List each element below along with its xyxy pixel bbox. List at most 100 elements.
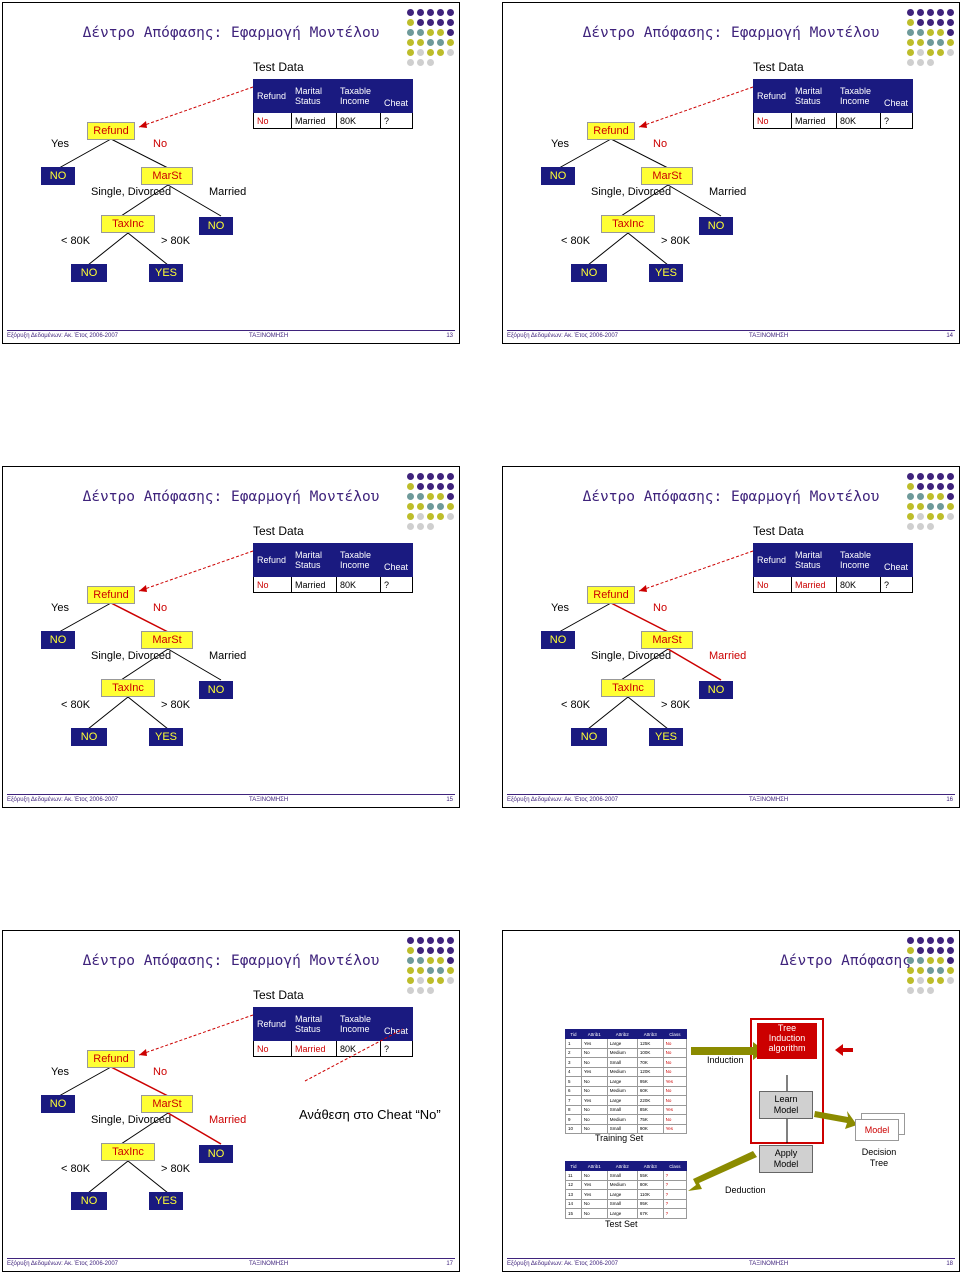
dot-icon [907,513,914,520]
footer-topic: ΤΑΞΙΝΟΜΗΣΗ [249,797,289,803]
dot-icon [427,29,434,36]
dot-icon [947,19,954,26]
footer-topic: ΤΑΞΙΝΟΜΗΣΗ [749,1261,789,1267]
dot-icon [427,39,434,46]
leaf-no-married: NO [199,1145,233,1163]
edge-single-divorced-label: Single, Divorced [91,1114,172,1126]
mini-cell: No [662,1047,688,1058]
refund-node: Refund [87,1050,135,1068]
edge-married-label: Married [209,650,247,662]
decorative-dot-grid [907,937,959,1003]
test-data-header: Marital Status [291,1007,337,1041]
mini-cell: No [662,1095,688,1106]
dot-icon [947,503,954,510]
dot-icon [407,483,414,490]
dot-icon [907,9,914,16]
mini-cell: 75K [636,1114,664,1125]
dot-icon [917,39,924,46]
dot-icon [907,493,914,500]
mini-cell: No [662,1066,688,1077]
refund-node: Refund [87,586,135,604]
footer-topic: ΤΑΞΙΝΟΜΗΣΗ [749,797,789,803]
dot-icon [417,977,424,984]
edge-no-label: No [653,138,668,150]
mini-cell: No [580,1114,608,1125]
test-data-header: Refund [753,543,792,577]
test-data-cell: 80K [836,112,881,129]
mini-header: Tid [565,1161,582,1171]
mini-cell: 70K [636,1057,664,1068]
test-data-header: Marital Status [791,543,837,577]
test-data-header: Cheat [380,543,413,577]
refund-node: Refund [87,122,135,140]
dot-icon [407,937,414,944]
dot-icon [417,49,424,56]
edge-married-label: Married [709,650,747,662]
mini-cell: 11 [565,1170,582,1181]
mini-cell: No [662,1057,688,1068]
marst-node: MarSt [141,631,193,649]
mini-cell: 67K [636,1208,664,1219]
dot-icon [447,49,454,56]
edge-yes-label: Yes [51,602,69,614]
mini-cell: ? [662,1189,688,1200]
dot-icon [447,947,454,954]
mini-cell: 60K [636,1085,664,1096]
dot-icon [907,947,914,954]
mini-cell: No [580,1198,608,1209]
test-data-cell: ? [880,576,913,593]
dot-icon [917,493,924,500]
dot-icon [447,513,454,520]
dot-icon [437,977,444,984]
mini-cell: No [580,1057,608,1068]
mini-cell: Yes [580,1095,608,1106]
dot-icon [927,483,934,490]
test-data-cell: 80K [336,112,381,129]
dot-icon [447,957,454,964]
mini-cell: ? [662,1179,688,1190]
decorative-dot-grid [907,9,959,75]
training-set-label: Training Set [595,1133,644,1143]
mini-cell: 10 [565,1123,582,1134]
dot-icon [917,967,924,974]
slide-title: Δέντρο Απόφασης: Εφαρμογή Μοντέλου [82,25,380,41]
dot-icon [907,19,914,26]
dot-icon [907,937,914,944]
dot-icon [927,947,934,954]
test-data-cell: ? [380,112,413,129]
mini-cell: Large [606,1076,638,1087]
leaf-no-married: NO [699,217,733,235]
decorative-dot-grid [407,473,459,539]
dot-icon [917,29,924,36]
mini-header: Attrib3 [636,1029,664,1039]
test-data-header: Refund [253,1007,292,1041]
test-data-header: Cheat [380,1007,413,1041]
page-number: 18 [946,1261,953,1267]
dot-icon [407,493,414,500]
dot-icon [437,9,444,16]
dot-icon [427,987,434,994]
mini-cell: 12 [565,1179,582,1190]
dot-icon [907,473,914,480]
leaf-no-low-income: NO [571,264,607,282]
dot-icon [417,967,424,974]
dot-icon [927,523,934,530]
mini-cell: 2 [565,1047,582,1058]
induction-label: Induction [707,1055,744,1065]
edge-no-label: No [153,602,168,614]
mini-cell: 6 [565,1085,582,1096]
page-number: 14 [946,333,953,339]
dot-icon [417,503,424,510]
mini-cell: 1 [565,1038,582,1049]
dot-icon [927,937,934,944]
footer-topic: ΤΑΞΙΝΟΜΗΣΗ [749,333,789,339]
dot-icon [907,503,914,510]
dot-icon [927,493,934,500]
edge-gt80-label: > 80K [161,699,191,711]
edge-lt80-label: < 80K [61,699,91,711]
test-data-header: Taxable Income [836,543,881,577]
test-data-header: Marital Status [291,543,337,577]
